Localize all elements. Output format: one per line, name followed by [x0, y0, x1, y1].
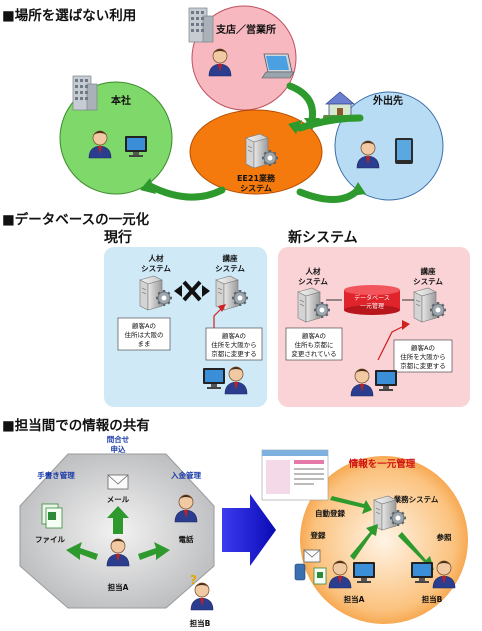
section-heading-location: ■場所を選ばない利用	[2, 8, 137, 24]
hq-building-icon	[72, 75, 98, 111]
new-note-right-1: 顧客Aの	[411, 343, 435, 352]
current-note-left-1: 顧客Aの	[132, 321, 156, 330]
unified-title: 情報を一元管理	[348, 458, 416, 470]
inquiry-label-2: 申込	[111, 444, 126, 454]
mail-icon	[107, 474, 129, 490]
unified-gear-icon	[388, 508, 408, 528]
current-note-left	[117, 317, 171, 351]
sync-arrowheads	[140, 118, 366, 196]
octagon-arrows	[66, 506, 170, 560]
current-note-left-3: まま	[138, 340, 151, 348]
person-b-icon	[190, 582, 214, 611]
register-file-icon	[313, 567, 327, 585]
new-note-left-3: 変更されている	[291, 349, 336, 358]
database-label-1: データベース	[354, 294, 390, 302]
section-heading-sharing: ■担当間での情報の共有	[2, 418, 150, 434]
current-course-label-1: 講座	[223, 253, 238, 263]
disconnect-arrowheads	[174, 285, 210, 297]
new-course-label-1: 講座	[421, 266, 436, 276]
section-heading-database: ■データベースの一元化	[2, 212, 150, 228]
file-label: ファイル	[35, 535, 65, 544]
system-label-line2: システム	[240, 184, 272, 193]
laptop-icon	[261, 53, 295, 79]
person-b-label: 担当B	[190, 618, 211, 628]
auto-register-label: 自動登録	[315, 508, 345, 518]
phone-label: 電話	[179, 534, 194, 544]
new-title: 新システム	[288, 229, 358, 246]
new-course-label-2: システム	[413, 277, 443, 286]
new-note-right-2: 住所を大阪から	[400, 352, 446, 361]
current-note-right-2: 住所を大阪から	[211, 340, 257, 349]
unified-person-b-label: 担当B	[422, 594, 443, 604]
current-note-left-2: 住所は大阪の	[125, 330, 164, 339]
unified-person-a-label: 担当A	[344, 594, 365, 604]
question-mark-icon: ?	[190, 573, 197, 587]
reference-label: 参照	[437, 532, 452, 542]
current-course-label-2: システム	[215, 264, 245, 273]
new-update-arrowhead	[402, 320, 410, 330]
database-cylinder-icon	[344, 285, 400, 315]
current-hr-label-2: システム	[141, 264, 171, 273]
new-note-right-3: 京都に変更する	[400, 361, 446, 370]
file-icon	[41, 503, 63, 529]
current-hr-label-1: 人材	[149, 253, 164, 263]
current-update-arrow	[213, 307, 223, 328]
handwritten-label: 手書き管理	[37, 470, 75, 480]
sharing-diagram: 問合せ 申込 手書き管理 入金管理 メール ファイル 電話 担当A	[19, 434, 468, 628]
unified-arrows	[330, 496, 434, 570]
hq-label: 本社	[111, 94, 131, 107]
inquiry-label-1: 問合せ	[107, 434, 130, 444]
current-title: 現行	[104, 229, 132, 246]
location-diagram: 支店／営業所 本社 外出先 EE21業務 システム	[59, 5, 444, 204]
new-update-arrow	[377, 325, 405, 361]
new-note-left	[285, 327, 343, 361]
web-screenshot-thumbnail	[261, 449, 329, 501]
branch-label: 支店／営業所	[215, 23, 276, 36]
outside-label: 外出先	[372, 94, 403, 107]
new-note-right	[393, 339, 453, 373]
new-note-left-2: 住所も京都に	[295, 340, 334, 349]
current-note-right-1: 顧客Aの	[222, 331, 246, 340]
database-label-2: 一元管理	[360, 302, 384, 310]
current-note-right	[205, 327, 263, 361]
current-update-arrowhead	[218, 304, 226, 312]
person-a-label: 担当A	[108, 582, 129, 592]
tablet-icon	[395, 138, 413, 164]
current-note-right-3: 京都に変更する	[211, 349, 257, 358]
new-hr-label-2: システム	[298, 277, 328, 286]
business-system-label: 業務システム	[393, 494, 439, 504]
system-label-line1: EE21業務	[237, 173, 276, 183]
branch-building-icon	[188, 7, 214, 43]
new-note-left-1: 顧客Aの	[302, 331, 326, 340]
register-mail-icon	[303, 549, 321, 563]
register-label: 登録	[310, 530, 326, 540]
database-diagram: 現行 新システム 人材 システム 講座 システム 顧客Aの 住所は大阪の まま …	[104, 229, 470, 407]
branch-circle	[191, 5, 297, 111]
new-hr-label-1: 人材	[306, 266, 321, 276]
register-phone-icon	[294, 563, 306, 581]
transition-arrow	[222, 494, 276, 566]
payment-label: 入金管理	[170, 470, 201, 480]
disconnect-x-icon	[182, 280, 202, 302]
mail-label: メール	[107, 495, 130, 504]
